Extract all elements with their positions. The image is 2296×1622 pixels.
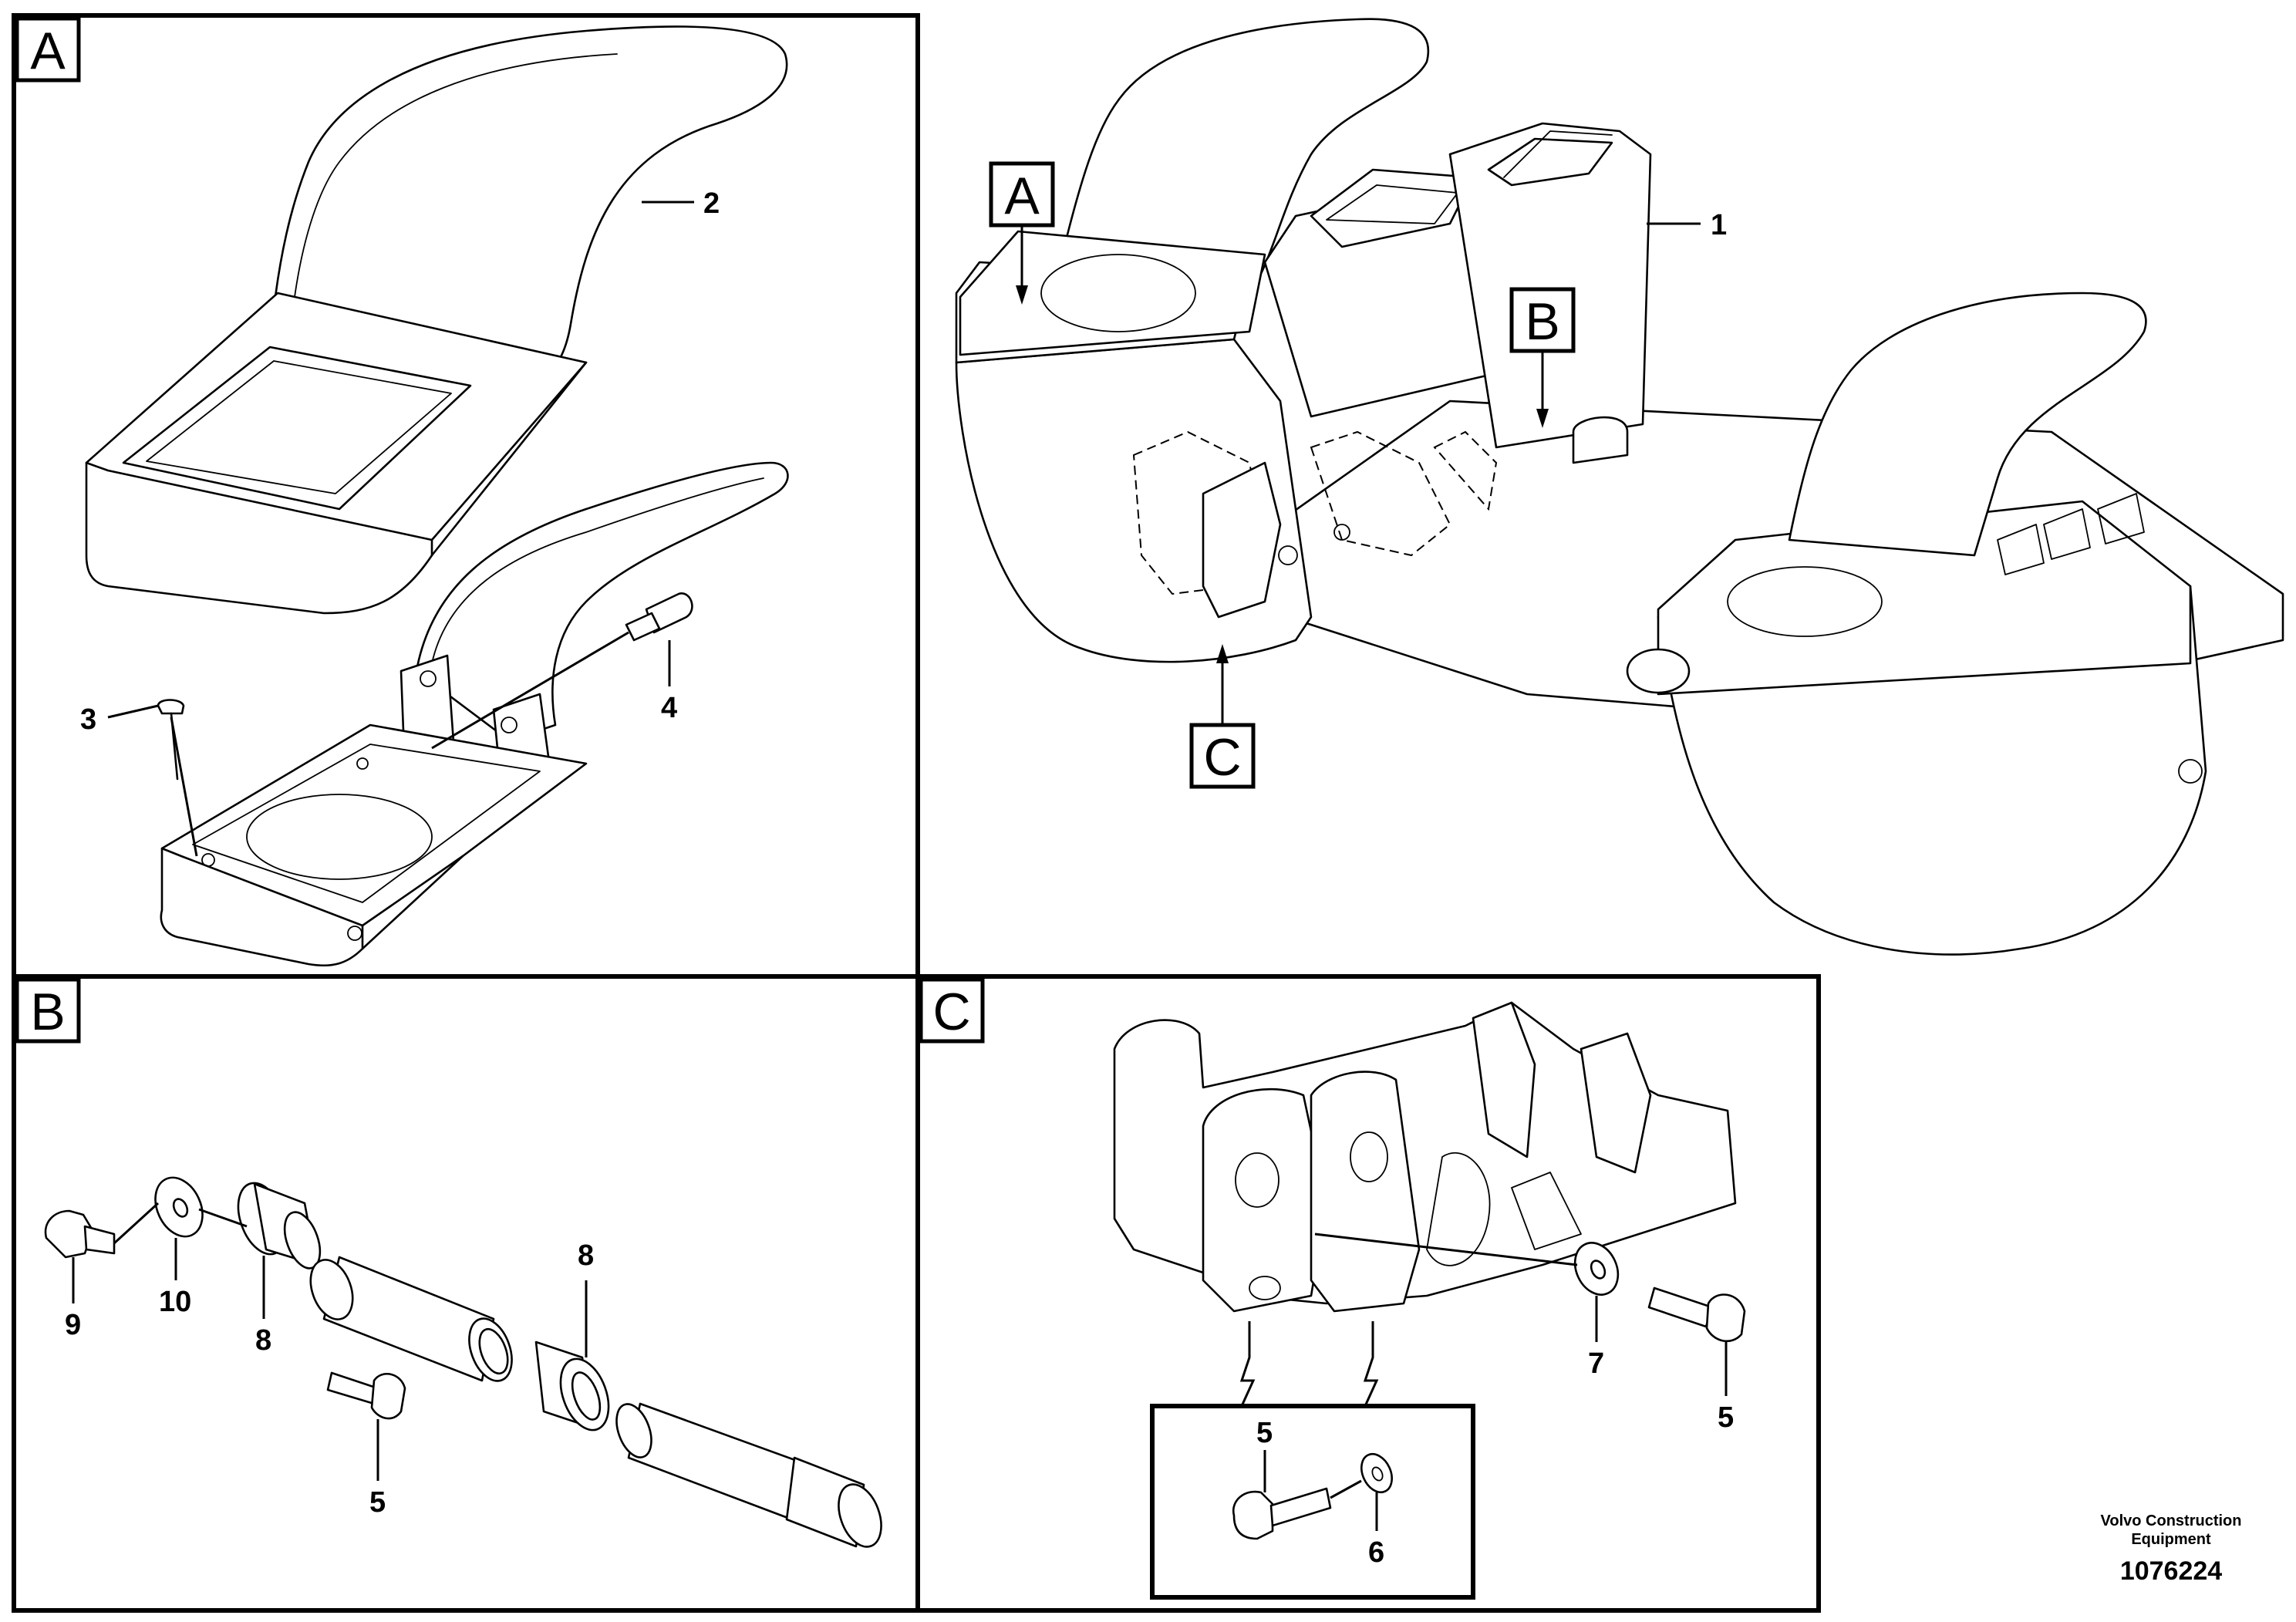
bolt-part-5-inset [1232,1487,1332,1540]
callout-1: 1 [1711,209,1727,241]
callout-6: 6 [1368,1536,1384,1569]
callout-5-b: 5 [369,1486,386,1519]
callout-7: 7 [1588,1347,1604,1380]
pin-shaft [615,1402,882,1548]
bolt-part-5-b [326,1371,406,1420]
washer-part-7 [1573,1242,1620,1296]
svg-text:C: C [1203,728,1241,787]
svg-text:B: B [1525,292,1559,351]
callout-2: 2 [703,187,720,220]
callout-8-right: 8 [578,1239,594,1272]
callout-9: 9 [65,1309,81,1341]
armrest-cover-part-2 [85,25,788,615]
credit-line-1: Volvo Construction [2101,1512,2242,1529]
detail-inset-frame [1150,1404,1475,1600]
callout-4: 4 [661,692,677,724]
callout-10: 10 [159,1286,191,1318]
overview-label-c: C [1189,644,1256,789]
callout-5-c-right: 5 [1718,1401,1734,1434]
hinge-bracket [1113,1001,1737,1313]
nut-part-6 [1360,1452,1393,1494]
panel-c-label: C [919,977,985,1044]
panel-a-label: A [15,16,81,83]
callout-8-left: 8 [255,1324,271,1357]
screw-part-3 [157,699,198,857]
armrest-bracket [160,461,789,967]
callout-3: 3 [80,703,96,736]
svg-text:A: A [30,22,66,80]
overview-label-a: A [989,161,1055,305]
svg-text:B: B [30,983,65,1041]
bolt-part-5-c-right [1647,1286,1746,1343]
panel-b-label: B [15,977,81,1044]
screw-part-4 [431,592,693,750]
sleeve-tube [309,1256,513,1382]
washer-part-10 [154,1176,204,1238]
seat-console-assembly-part-1 [955,18,2284,956]
panel-c-frame [915,974,1821,1613]
bolt-part-9 [44,1209,116,1259]
svg-text:A: A [1004,167,1040,225]
svg-text:C: C [932,983,970,1041]
credit-line-2: Equipment [2131,1531,2211,1548]
bushing-part-8-right [534,1340,610,1431]
callout-5-c-inset: 5 [1256,1417,1273,1449]
document-number: 1076224 [2120,1556,2222,1586]
overview-label-b: B [1509,287,1576,428]
